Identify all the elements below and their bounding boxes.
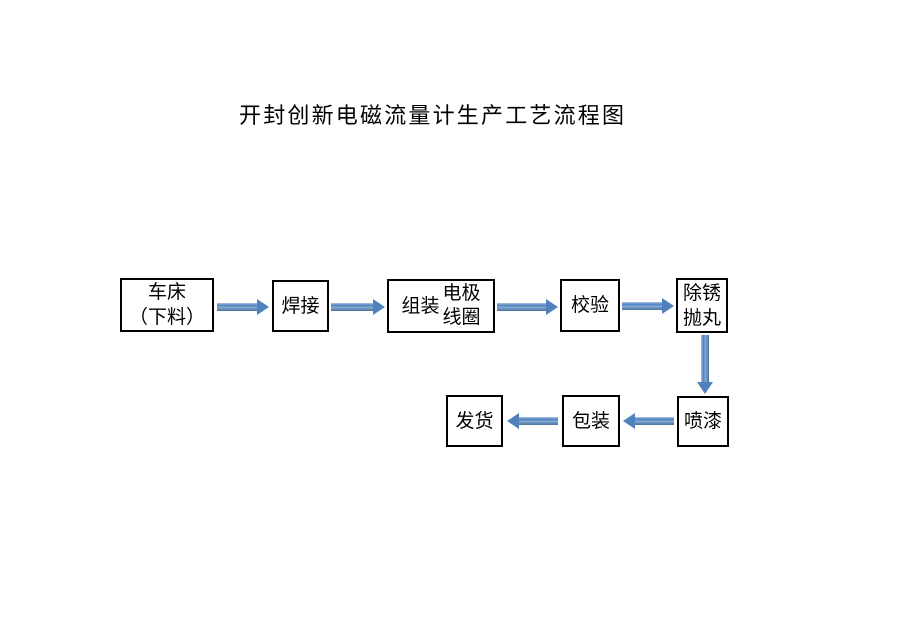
arrow-head	[257, 299, 269, 315]
arrow-assembly-to-calibration-icon	[497, 299, 558, 315]
flow-node-shipping-label: 发货	[455, 410, 494, 432]
arrow-shaft	[634, 417, 674, 425]
arrow-spray-paint-to-packing-icon	[623, 413, 674, 429]
arrow-lathe-to-welding-icon	[217, 299, 269, 315]
arrow-shaft	[622, 302, 663, 310]
arrow-head	[546, 299, 558, 315]
flow-node-calibration-label: 校验	[570, 295, 609, 316]
flow-node-calibration: 校验	[560, 279, 620, 332]
flow-node-welding: 焊接	[272, 280, 329, 332]
flow-node-assembly-label: 组装	[401, 295, 440, 317]
flow-node-lathe-line2: （下料）	[128, 307, 205, 328]
flow-node-spray-paint: 喷漆	[677, 396, 729, 447]
arrow-packing-to-shipping-icon	[507, 413, 558, 429]
flow-node-spray-paint-label: 喷漆	[683, 411, 722, 432]
arrow-head	[507, 413, 519, 429]
flow-node-assembly-sub-line2: 线圈	[442, 307, 481, 328]
flow-node-assembly: 组装 电极 线圈	[387, 279, 495, 333]
flow-node-assembly-sublabel: 电极 线圈	[443, 282, 481, 330]
flow-node-packing: 包装	[562, 395, 620, 447]
arrow-head	[662, 298, 674, 314]
arrow-welding-to-assembly-icon	[331, 299, 385, 315]
arrow-head	[697, 382, 713, 394]
arrow-shaft	[518, 417, 558, 425]
arrow-shaft	[701, 335, 709, 383]
arrow-head	[623, 413, 635, 429]
arrow-shaft	[217, 303, 258, 311]
arrow-calibration-to-derust-icon	[622, 298, 674, 314]
flow-node-derust-line1: 除锈	[682, 282, 721, 304]
arrow-head	[373, 299, 385, 315]
arrow-shaft	[497, 303, 547, 311]
flow-node-derust-line2: 抛丸	[682, 307, 721, 329]
arrow-shaft	[331, 303, 374, 311]
flow-node-derust-shot-blast: 除锈 抛丸	[676, 278, 728, 333]
flow-node-lathe-line1: 车床	[147, 282, 186, 303]
flow-node-shipping: 发货	[446, 395, 503, 447]
flow-node-packing-label: 包装	[571, 410, 610, 432]
arrow-derust-to-spray-paint-icon	[697, 335, 713, 394]
flow-node-assembly-sub-line1: 电极	[442, 283, 481, 304]
diagram-title: 开封创新电磁流量计生产工艺流程图	[239, 103, 627, 128]
flow-node-lathe: 车床 （下料）	[120, 278, 214, 332]
flow-node-welding-label: 焊接	[281, 295, 320, 317]
